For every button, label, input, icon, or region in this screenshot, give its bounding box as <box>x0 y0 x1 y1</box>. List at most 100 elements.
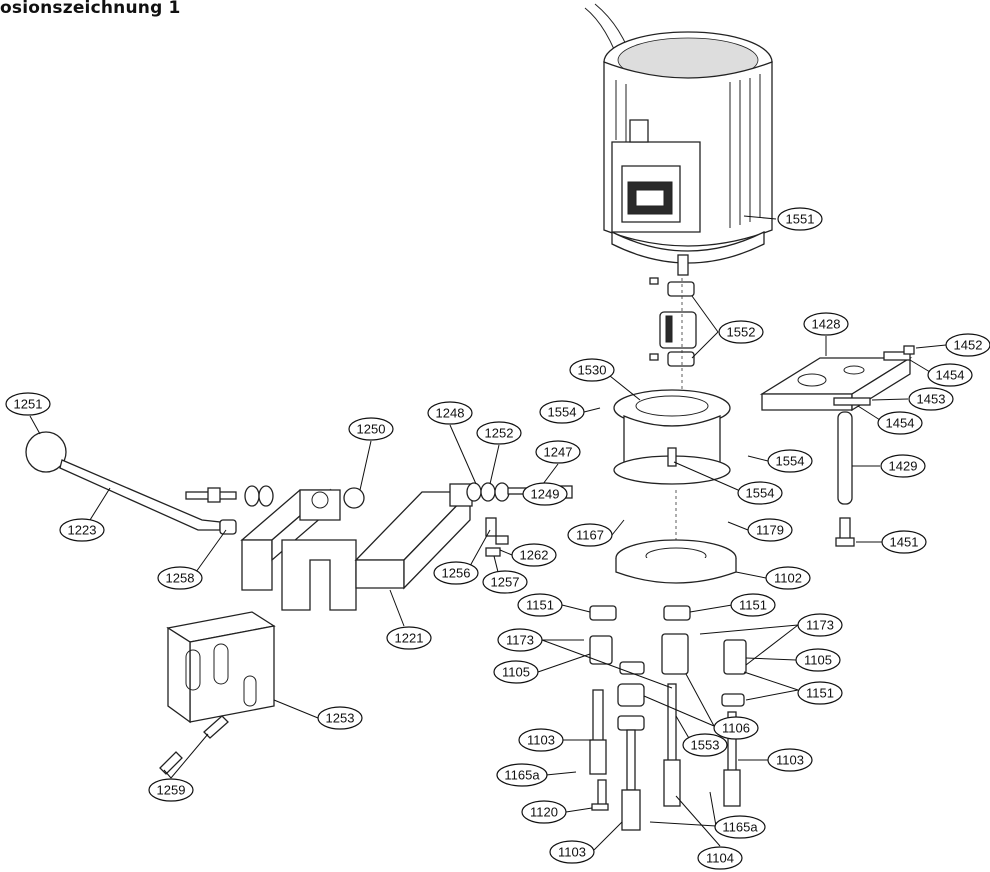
leader-line-1554b <box>747 455 769 462</box>
callout-1151a: 1151 <box>517 593 563 617</box>
callout-bubble <box>476 421 522 445</box>
leader-line-1173a <box>541 639 673 689</box>
callout-1120: 1120 <box>521 800 567 824</box>
callout-label: 1429 <box>889 459 918 474</box>
leader-line-1105b <box>745 657 797 661</box>
callout-bubble <box>713 716 759 740</box>
callout-1104: 1104 <box>697 846 743 870</box>
leader-line-1553 <box>675 715 691 741</box>
callout-bubble <box>777 207 823 231</box>
adapter-housing-part <box>613 389 731 485</box>
leader-line-1256 <box>469 529 491 567</box>
callout-label: 1554 <box>548 405 577 420</box>
callout-label: 1253 <box>326 711 355 726</box>
callout-bubble <box>747 518 793 542</box>
leader-line-1257 <box>493 555 499 573</box>
callout-1554a: 1554 <box>539 400 585 424</box>
leader-line-1165a2 <box>649 821 717 827</box>
leader-line-1221 <box>389 589 405 627</box>
callout-bubble <box>511 543 557 567</box>
callout-bubble <box>737 481 783 505</box>
callout-label: 1165a <box>722 820 758 835</box>
coupling-part <box>649 277 697 400</box>
callout-1553: 1553 <box>682 733 728 757</box>
callout-bubble <box>496 763 548 787</box>
callout-label: 1256 <box>442 566 471 581</box>
callout-1105a: 1105 <box>493 660 539 684</box>
leader-line-1167 <box>611 519 625 536</box>
callout-label: 1151 <box>526 598 554 613</box>
callout-bubble <box>482 570 528 594</box>
leader-line-1259 <box>163 769 172 779</box>
leader-line-1102 <box>735 571 767 579</box>
callout-label: 1104 <box>706 851 734 866</box>
callout-label: 1103 <box>527 733 555 748</box>
leader-line-1151b <box>689 604 733 613</box>
leader-line-1179 <box>727 521 749 531</box>
gear-stack-part <box>589 605 747 831</box>
callout-bubble <box>908 387 954 411</box>
leader-line-1258 <box>195 529 227 573</box>
leader-line-1530 <box>609 375 641 401</box>
callout-label: 1103 <box>776 753 804 768</box>
callout-label: 1554 <box>746 486 775 501</box>
callout-1554b: 1554 <box>767 449 813 473</box>
callout-label: 1262 <box>520 548 549 563</box>
callout-label: 1453 <box>917 392 946 407</box>
leader-line-1151c <box>745 689 799 701</box>
callout-bubble <box>59 518 105 542</box>
callout-bubble <box>427 401 473 425</box>
callout-label: 1554 <box>776 454 805 469</box>
callout-label: 1451 <box>890 535 919 550</box>
callout-bubble <box>567 523 613 547</box>
callout-1179: 1179 <box>747 518 793 542</box>
callout-bubble <box>386 626 432 650</box>
callout-label: 1428 <box>812 317 841 332</box>
callout-1530: 1530 <box>569 358 615 382</box>
callout-bubble <box>517 593 563 617</box>
callout-1258: 1258 <box>157 566 203 590</box>
callout-label: 1249 <box>531 487 560 502</box>
callout-label: 1552 <box>727 325 756 340</box>
callout-1452: 1452 <box>945 333 990 357</box>
page-title: osionszeichnung 1 <box>0 0 181 18</box>
leader-line-1251 <box>29 415 41 435</box>
callout-label: 1258 <box>166 571 195 586</box>
callout-label: 1553 <box>691 738 720 753</box>
leader-line-1106 <box>643 695 715 727</box>
callout-1451: 1451 <box>881 530 927 554</box>
callout-1250: 1250 <box>348 417 394 441</box>
leader-line-1103c <box>593 821 623 851</box>
callout-label: 1551 <box>786 212 815 227</box>
callout-bubble <box>797 613 843 637</box>
callout-bubble <box>5 392 51 416</box>
callout-label: 1454 <box>936 368 965 383</box>
callout-bubble <box>795 648 841 672</box>
callout-label: 1105 <box>804 653 832 668</box>
motor-part <box>584 3 773 276</box>
callout-bubble <box>945 333 990 357</box>
callout-1167: 1167 <box>567 523 613 547</box>
callout-label: 1103 <box>558 845 586 860</box>
callout-1453: 1453 <box>908 387 954 411</box>
callout-1106: 1106 <box>713 716 759 740</box>
leader-line-1165a1 <box>545 771 577 776</box>
callout-label: 1165a <box>504 768 540 783</box>
leader-line-1452 <box>915 344 947 349</box>
callout-bubble <box>718 320 764 344</box>
lever-part <box>25 431 237 535</box>
callout-1151b: 1151 <box>730 593 776 617</box>
callout-label: 1454 <box>886 416 915 431</box>
callout-label: 1120 <box>530 805 558 820</box>
leader-line-1250 <box>359 440 372 491</box>
callout-bubble <box>433 561 479 585</box>
callout-label: 1250 <box>357 422 386 437</box>
callout-bubble <box>730 593 776 617</box>
callout-bubble <box>497 628 543 652</box>
callout-1454a: 1454 <box>927 363 973 387</box>
callout-1173b: 1173 <box>797 613 843 637</box>
callout-1173a: 1173 <box>497 628 543 652</box>
callout-1253: 1253 <box>317 706 363 730</box>
callout-1103c: 1103 <box>549 840 595 864</box>
